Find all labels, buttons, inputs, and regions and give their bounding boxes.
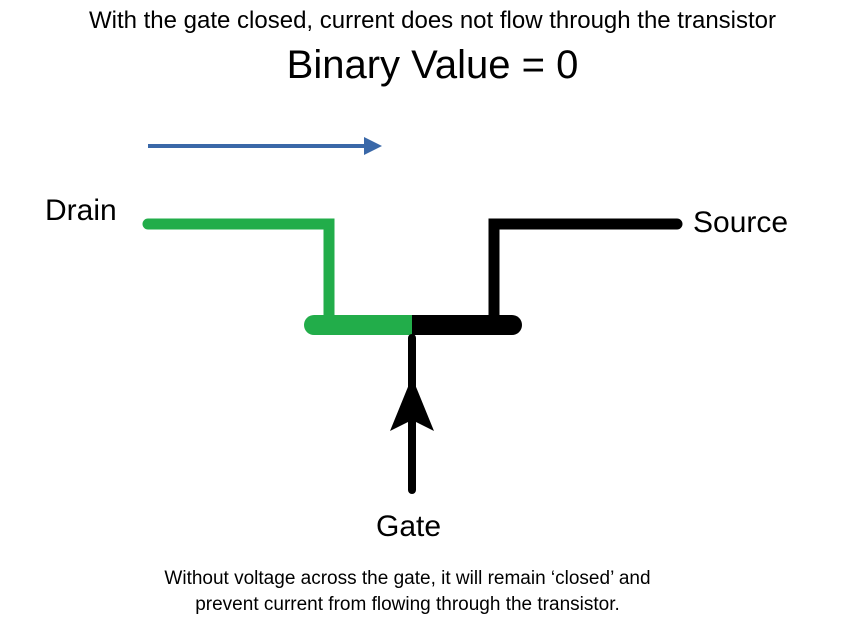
caption-line-1: Without voltage across the gate, it will… [164, 568, 651, 589]
drain-path [142, 218, 414, 335]
current-arrow-head [364, 137, 382, 155]
source-path [412, 218, 683, 335]
gate-input-arrow-up-icon [390, 334, 434, 494]
drain-label: Drain [45, 194, 117, 227]
caption: Without voltage across the gate, it will… [0, 566, 815, 618]
current-direction-arrow-icon [148, 137, 382, 155]
source-label: Source [693, 206, 789, 239]
drain-channel [304, 315, 414, 335]
caption-line-2: prevent current from flowing through the… [195, 594, 620, 615]
source-wire [488, 218, 683, 322]
source-channel [412, 315, 522, 335]
drain-wire [142, 218, 335, 321]
gate-label: Gate [376, 510, 442, 543]
binary-value-heading: Binary Value = 0 [286, 43, 579, 87]
gate-arrow-head [390, 377, 434, 431]
diagram-title: With the gate closed, current does not f… [88, 7, 777, 34]
